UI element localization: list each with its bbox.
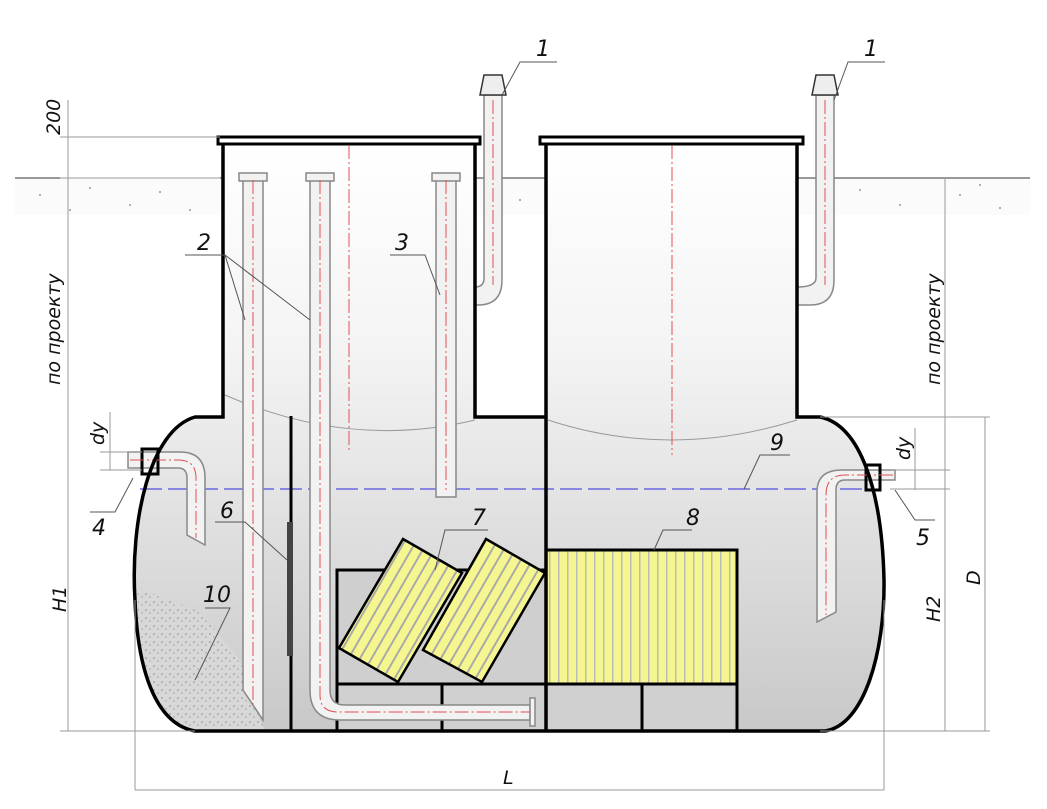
label-6: 6	[220, 499, 234, 524]
dim-dy-right: dy	[893, 436, 915, 460]
sediment	[138, 588, 265, 731]
label-10: 10	[203, 583, 231, 608]
dimension-lines	[60, 100, 990, 791]
dim-200: 200	[43, 99, 65, 135]
label-1-right: 1	[864, 37, 878, 62]
label-2: 2	[197, 231, 211, 256]
label-9: 9	[770, 431, 784, 456]
label-3: 3	[395, 231, 409, 256]
pipe-3	[431, 172, 461, 498]
ground	[15, 177, 1030, 215]
dim-h1: H1	[49, 586, 71, 612]
filter-module-7a	[337, 537, 464, 684]
filter-module-8	[544, 548, 739, 686]
dim-h2: H2	[923, 596, 945, 622]
label-7: 7	[472, 506, 486, 531]
dim-dy-left: dy	[87, 421, 109, 445]
dim-l: L	[503, 767, 514, 789]
label-4: 4	[92, 516, 106, 541]
filter-module-7b	[421, 537, 547, 684]
dim-d: D	[963, 570, 985, 585]
pipe-2a	[238, 172, 268, 723]
lid-right	[538, 135, 805, 146]
label-5: 5	[916, 526, 930, 551]
vent-pipe-right	[796, 74, 839, 306]
leader-lines	[90, 61, 935, 681]
lid-left	[216, 135, 482, 146]
label-8: 8	[686, 506, 700, 531]
pipe-2b	[305, 172, 536, 727]
dim-depth-right: по проекту	[923, 273, 945, 385]
dim-depth-left: по проекту	[43, 273, 65, 385]
inlet-pipe	[127, 447, 206, 547]
label-1-left: 1	[536, 37, 550, 62]
